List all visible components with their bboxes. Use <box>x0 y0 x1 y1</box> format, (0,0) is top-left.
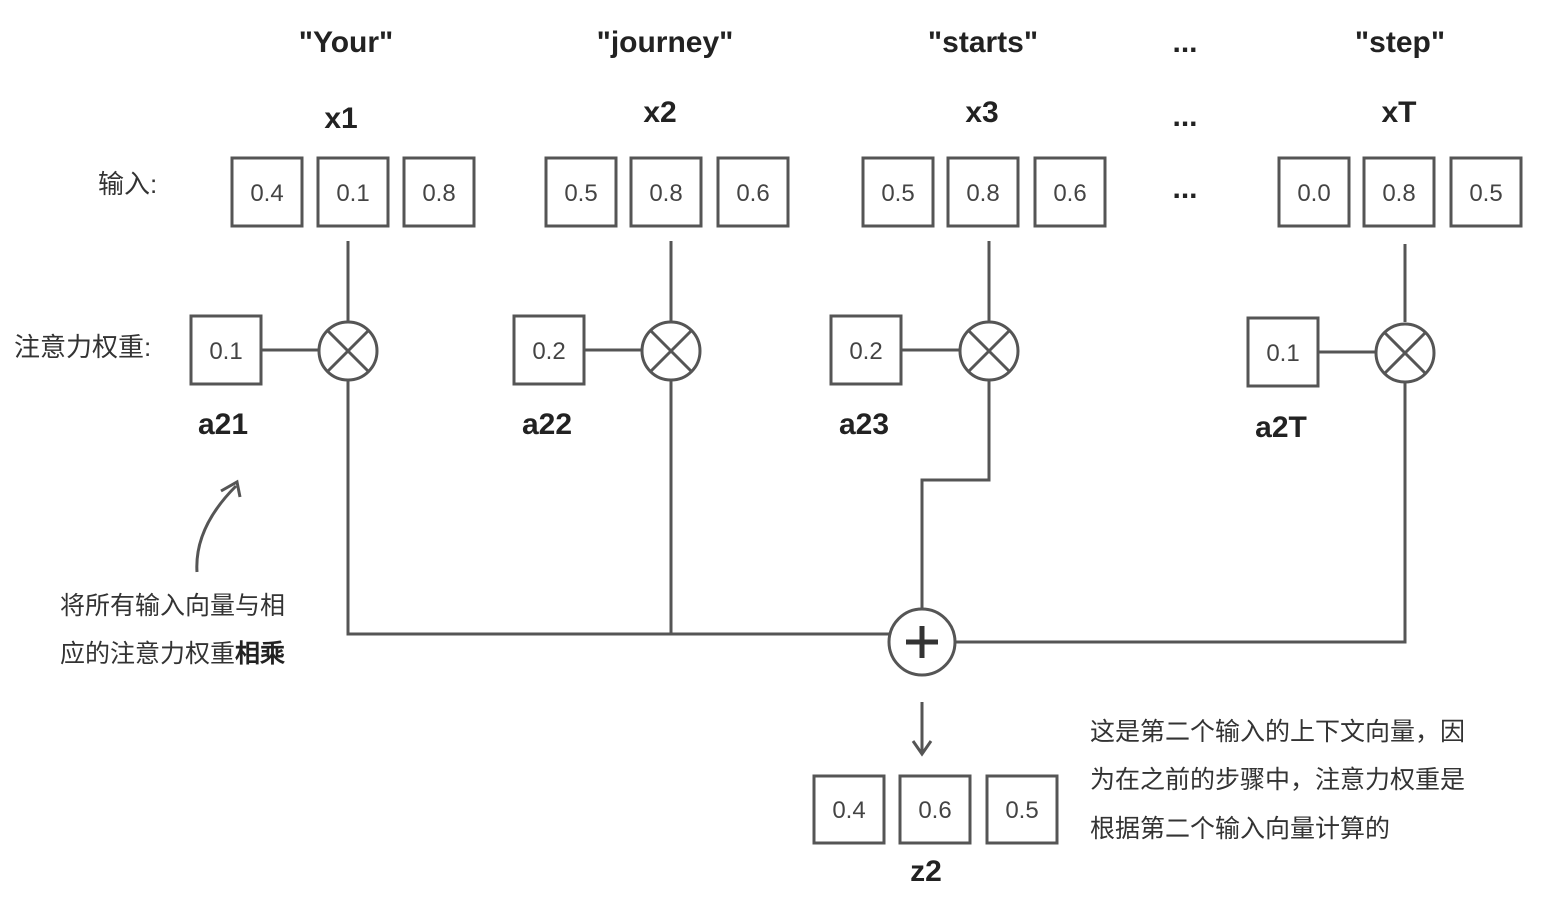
weight-row-label: 注意力权重: <box>14 332 151 362</box>
input-vector-xT: 0.0 0.8 0.5 <box>1277 156 1523 228</box>
sum-op <box>887 607 957 677</box>
input-cell <box>629 156 703 228</box>
weight-value: 0.1 <box>209 338 242 365</box>
output-cell <box>985 774 1059 845</box>
weight-label-a23: a23 <box>839 408 889 441</box>
multiply-op-2 <box>640 320 702 382</box>
weight-a22: 0.2 <box>512 314 586 386</box>
multiply-icon <box>649 329 693 373</box>
input-cell <box>230 156 304 228</box>
wire-sum-3 <box>920 380 991 611</box>
token-word-2: "journey" <box>597 26 734 59</box>
weight-cell <box>189 314 263 386</box>
input-var-xT: xT <box>1381 96 1416 129</box>
input-ellipsis: ... <box>1172 172 1197 205</box>
weight-label-a22: a22 <box>522 408 572 441</box>
annotation-left-line2-bold: 相乘 <box>235 640 285 668</box>
input-cell <box>1033 156 1107 228</box>
output-cell <box>898 774 972 845</box>
multiply-icon <box>1383 331 1427 375</box>
input-cell <box>716 156 790 228</box>
input-value: 0.6 <box>1053 180 1086 207</box>
annotation-left-line2-plain: 应的注意力权重 <box>60 640 235 668</box>
output-value: 0.6 <box>918 797 951 824</box>
input-cell <box>316 156 390 228</box>
multiply-op-3 <box>958 320 1020 382</box>
input-value: 0.5 <box>881 180 914 207</box>
input-vector-x2: 0.5 0.8 0.6 <box>544 156 790 228</box>
annotation-arrow-head <box>220 479 242 498</box>
input-value: 0.8 <box>966 180 999 207</box>
multiply-op-1 <box>317 320 379 382</box>
multiply-icon <box>326 329 370 373</box>
wire-sum-1 <box>346 380 890 636</box>
weight-value: 0.2 <box>849 338 882 365</box>
annotation-arrow-line <box>195 484 238 573</box>
output-vector-z2: 0.4 0.6 0.5 <box>812 774 1059 845</box>
input-cell <box>544 156 618 228</box>
weight-label-a2T: a2T <box>1255 411 1307 444</box>
weight-a2T: 0.1 <box>1246 316 1320 388</box>
weight-a23: 0.2 <box>829 314 903 386</box>
input-value: 0.0 <box>1297 180 1330 207</box>
weight-cell <box>1246 316 1320 388</box>
token-word-T: "step" <box>1355 26 1445 59</box>
output-cell <box>812 774 886 845</box>
weight-a21: 0.1 <box>189 314 263 386</box>
input-vector-x1: 0.4 0.1 0.8 <box>230 156 476 228</box>
annotation-left: 将所有输入向量与相 应的注意力权重相乘 <box>60 592 285 668</box>
weight-value: 0.1 <box>1266 340 1299 367</box>
output-value: 0.4 <box>832 797 865 824</box>
annotation-right: 这是第二个输入的上下文向量，因 为在之前的步骤中，注意力权重是 根据第二个输入向… <box>1090 718 1465 843</box>
input-cell <box>946 156 1020 228</box>
multiply-op-T <box>1374 322 1436 384</box>
input-var-x1: x1 <box>324 102 357 135</box>
annotation-left-line1: 将所有输入向量与相 <box>60 592 285 620</box>
token-word-3: "starts" <box>928 26 1038 59</box>
output-value: 0.5 <box>1005 797 1038 824</box>
input-value: 0.6 <box>736 180 769 207</box>
input-cell <box>861 156 935 228</box>
var-ellipsis: ... <box>1172 100 1197 133</box>
input-cell <box>1449 156 1523 228</box>
weight-cell <box>829 314 903 386</box>
input-value: 0.5 <box>1469 180 1502 207</box>
annotation-left-line2: 应的注意力权重相乘 <box>60 640 285 668</box>
input-var-x2: x2 <box>643 96 676 129</box>
weight-label-a21: a21 <box>198 408 248 441</box>
input-cell <box>1277 156 1351 228</box>
connection-wires <box>195 241 1407 757</box>
input-value: 0.1 <box>336 180 369 207</box>
input-row-label: 输入: <box>98 169 157 199</box>
annotation-right-line1: 这是第二个输入的上下文向量，因 <box>1090 718 1465 746</box>
weight-value: 0.2 <box>532 338 565 365</box>
output-arrow-head <box>911 740 933 757</box>
annotation-right-line2: 为在之前的步骤中，注意力权重是 <box>1090 766 1465 794</box>
input-value: 0.4 <box>250 180 283 207</box>
weight-cell <box>512 314 586 386</box>
token-word-1: "Your" <box>299 26 394 59</box>
input-value: 0.8 <box>422 180 455 207</box>
input-var-x3: x3 <box>965 96 998 129</box>
multiply-icon <box>967 329 1011 373</box>
header-ellipsis: ... <box>1172 26 1197 59</box>
input-value: 0.8 <box>649 180 682 207</box>
input-vector-x3: 0.5 0.8 0.6 <box>861 156 1107 228</box>
input-cell <box>1362 156 1436 228</box>
input-value: 0.8 <box>1382 180 1415 207</box>
wire-sum-T <box>955 382 1407 644</box>
output-var-z2: z2 <box>910 855 942 888</box>
input-value: 0.5 <box>564 180 597 207</box>
input-cell <box>402 156 476 228</box>
annotation-right-line3: 根据第二个输入向量计算的 <box>1090 815 1390 843</box>
